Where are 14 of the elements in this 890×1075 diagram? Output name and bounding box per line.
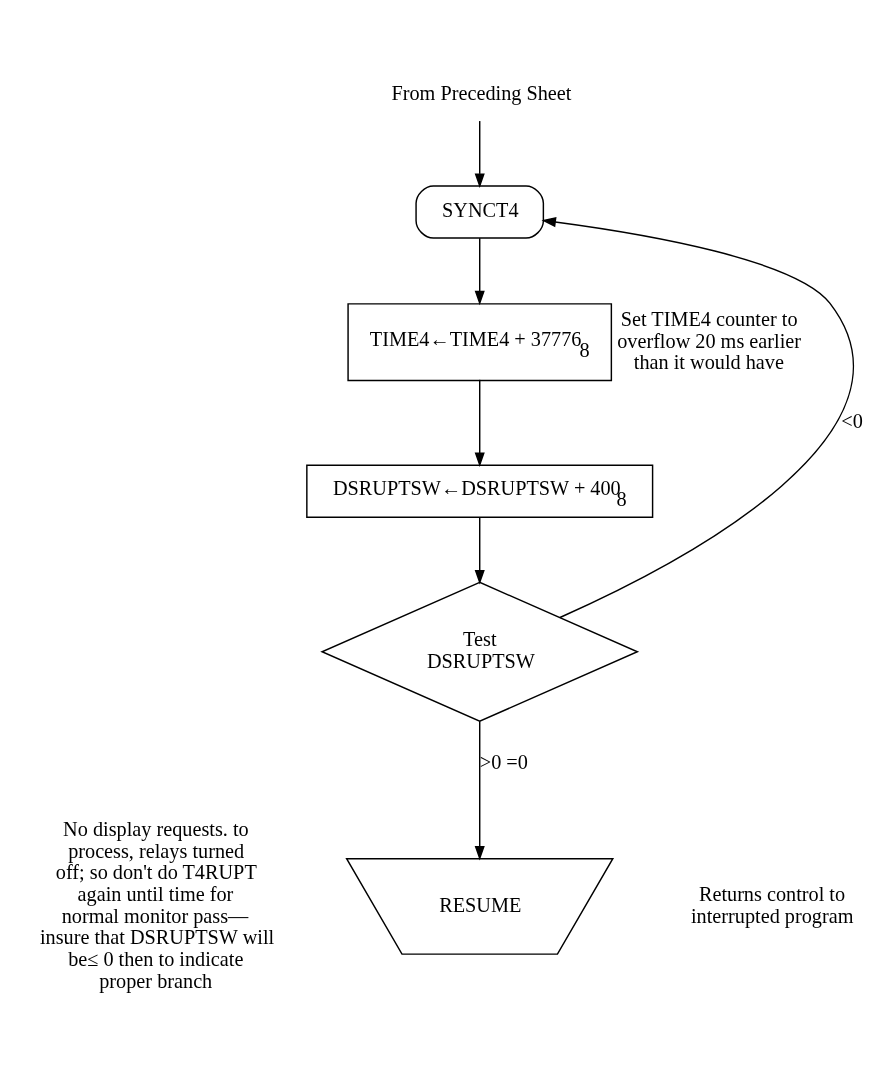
arrow	[474, 379, 485, 468]
node-label: Returns control to interrupted program	[690, 882, 854, 927]
label: No display requests. to process, relays turned off; so don't do T4RUPT again until time for normal monitor pass— insure that DSRUPTSW will be≤ 0 then to indicate proper branch	[39, 817, 275, 992]
arrow	[541, 217, 855, 619]
arrow	[474, 516, 485, 585]
arrow	[474, 120, 485, 188]
edge-label: <0	[841, 409, 863, 432]
node-box: SYNCT4	[415, 185, 545, 239]
node-diamond: Test DSRUPTSW	[320, 581, 640, 722]
node-label: Set TIME4 counter to overflow 20 ms earlier than it would have	[617, 307, 802, 374]
edge-label: >0 =0	[479, 751, 528, 774]
arrow	[474, 720, 485, 861]
node-text: From Preceding Sheet	[391, 82, 572, 105]
arrow	[474, 237, 485, 306]
